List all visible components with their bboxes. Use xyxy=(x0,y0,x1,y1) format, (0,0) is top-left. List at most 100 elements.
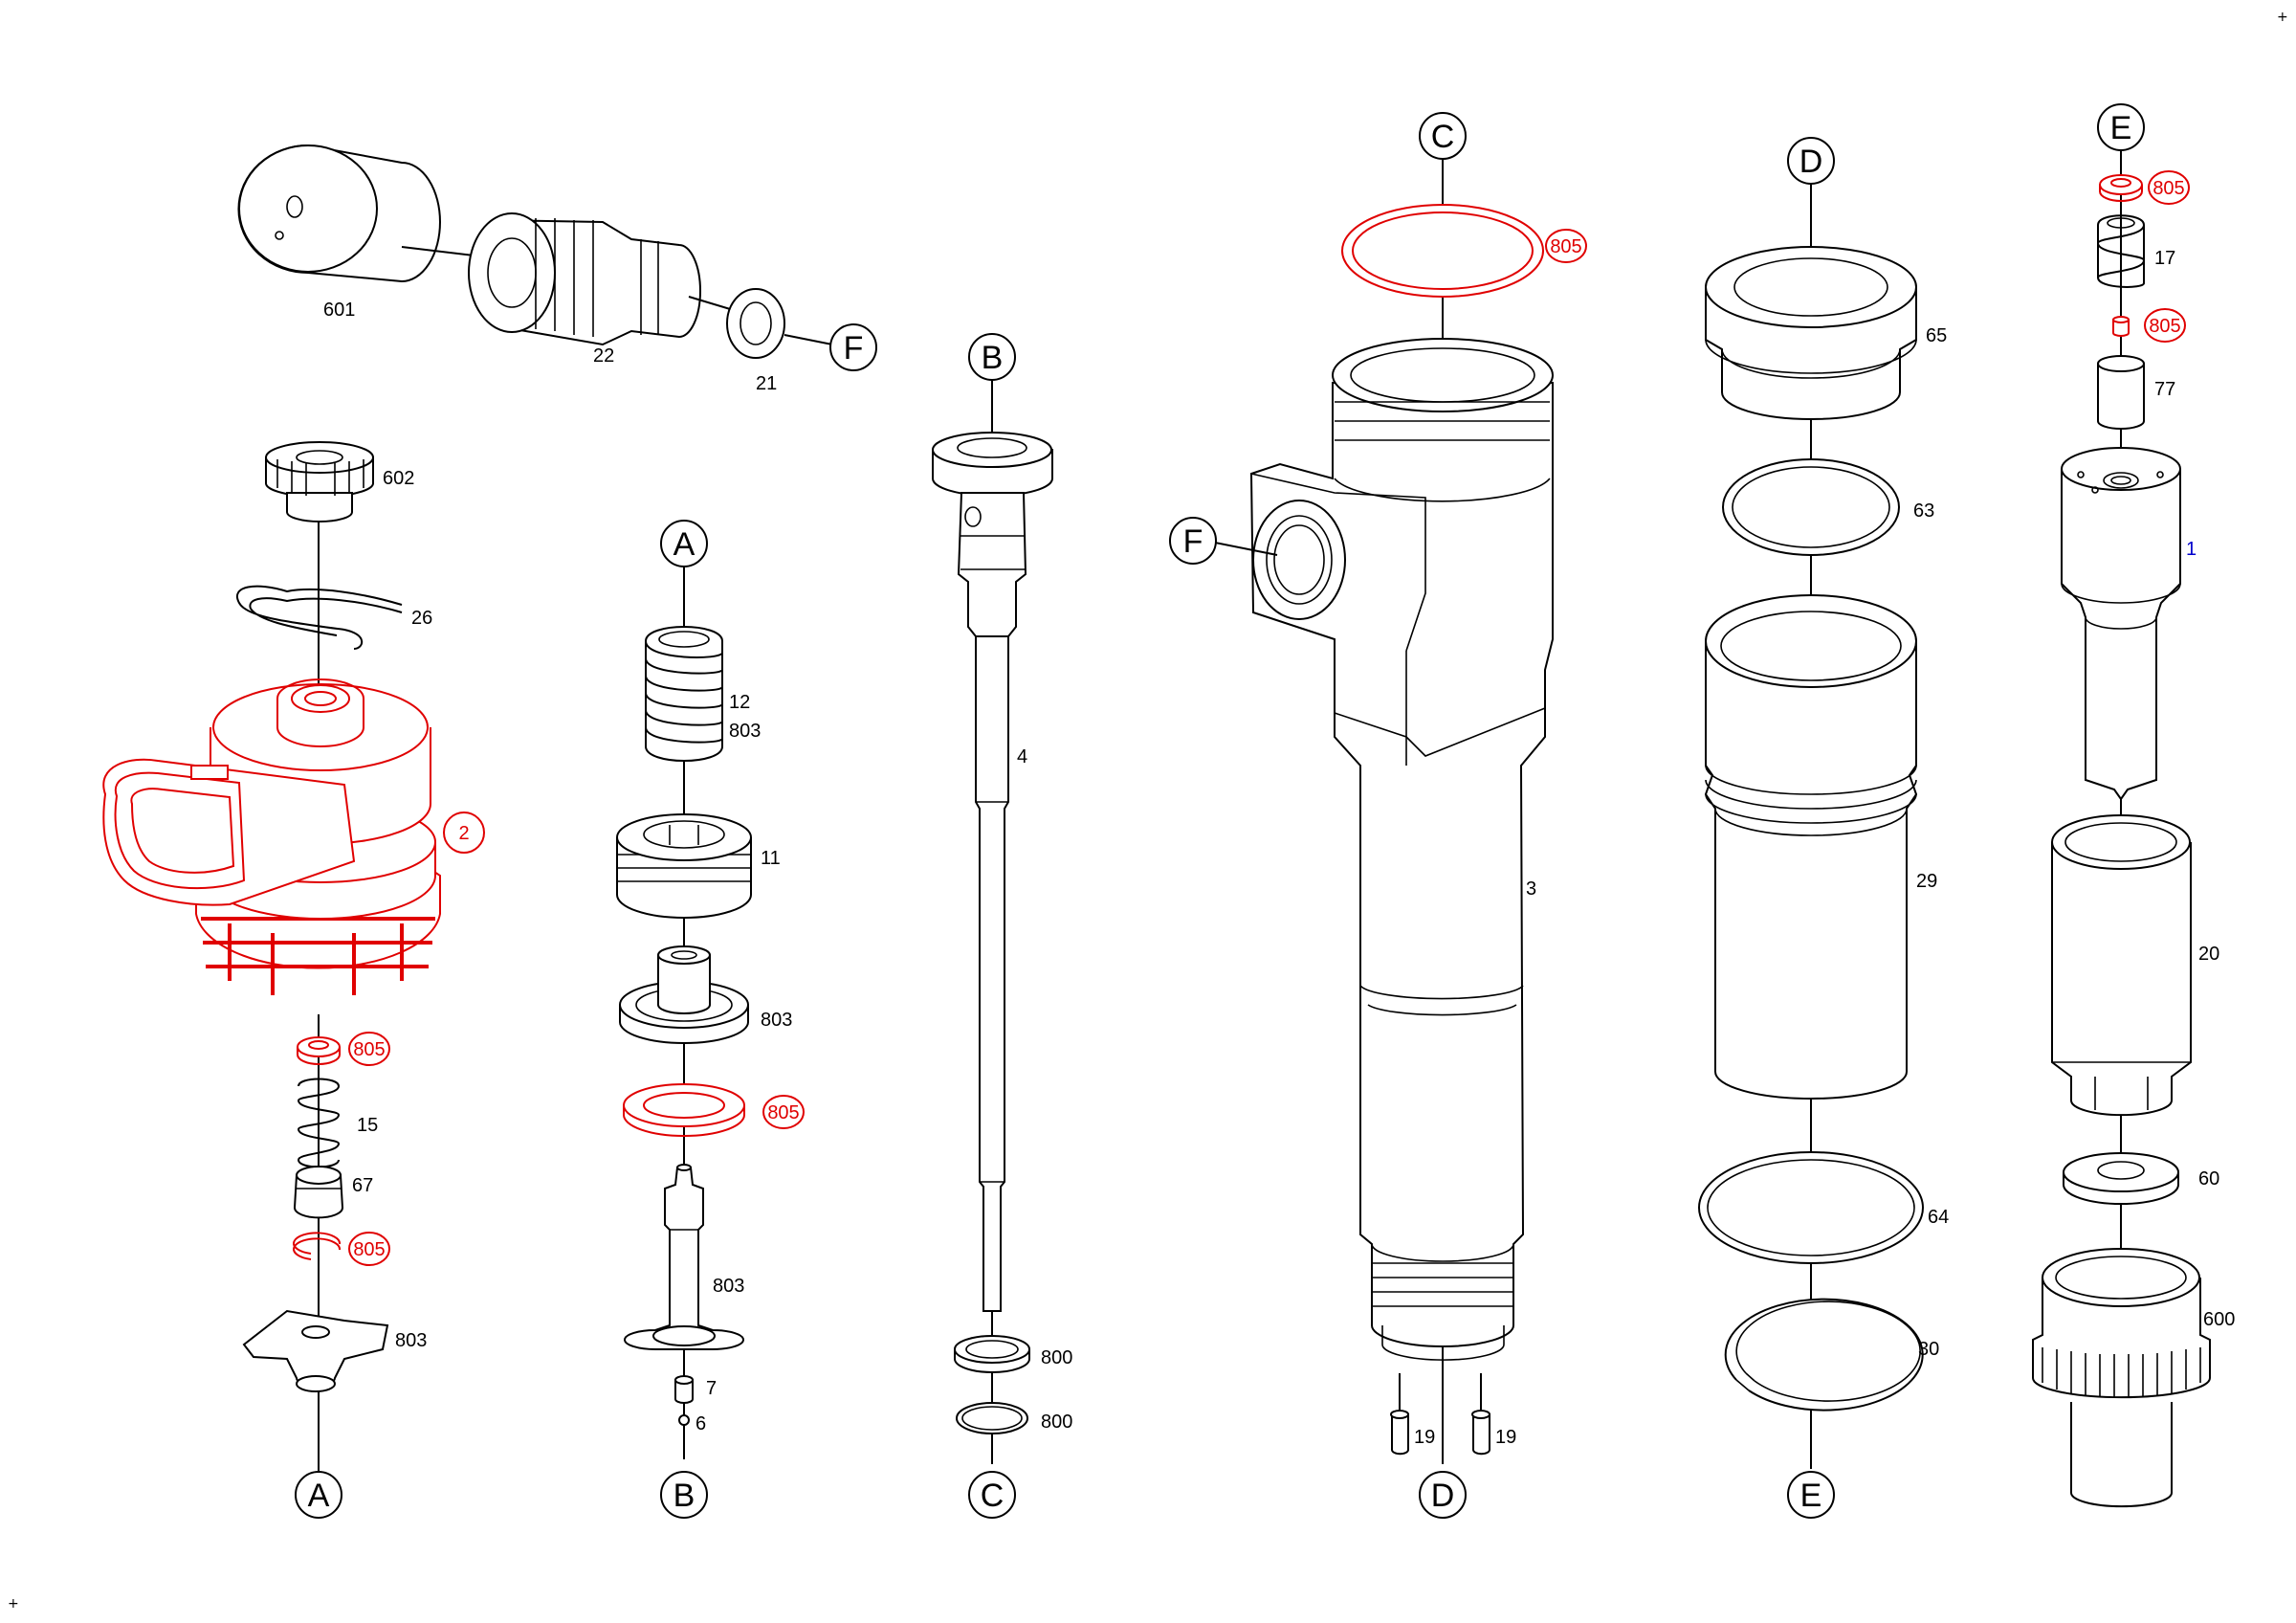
part-800-ring-a xyxy=(954,1335,1030,1373)
svg-text:E: E xyxy=(2110,110,2132,146)
label-17: 17 xyxy=(2154,248,2175,269)
svg-text:F: F xyxy=(844,330,864,367)
callout-805-b: 805 xyxy=(348,1232,390,1266)
leader-21-F xyxy=(784,334,833,345)
part-77-spacer xyxy=(2097,355,2145,430)
label-601: 601 xyxy=(323,300,355,321)
callout-2: 2 xyxy=(443,812,485,854)
callout-805-f: 805 xyxy=(2144,308,2186,343)
part-21-washer xyxy=(726,288,785,359)
ref-B-bottom: B xyxy=(660,1471,708,1519)
ref-B-top: B xyxy=(968,333,1016,381)
label-803-a: 803 xyxy=(395,1330,427,1351)
label-20: 20 xyxy=(2198,944,2219,965)
label-63: 63 xyxy=(1913,500,1934,522)
callout-805-d: 805 xyxy=(1545,229,1587,263)
part-4-valve-rod xyxy=(932,432,1053,1312)
part-19-pin-b xyxy=(1471,1373,1490,1456)
svg-text:805: 805 xyxy=(767,1102,799,1123)
label-26: 26 xyxy=(411,608,432,629)
svg-text:805: 805 xyxy=(353,1239,385,1260)
part-7-ball-seat xyxy=(674,1375,694,1404)
callout-805-e: 805 xyxy=(2148,170,2190,205)
svg-text:805: 805 xyxy=(2152,178,2184,199)
svg-text:A: A xyxy=(673,526,695,563)
ref-C-bottom: C xyxy=(968,1471,1016,1519)
part-803-valve-seat xyxy=(619,945,749,1044)
label-3: 3 xyxy=(1526,878,1536,900)
part-22-fitting xyxy=(468,212,701,346)
label-600: 600 xyxy=(2203,1309,2235,1330)
ref-D-bottom: D xyxy=(1419,1471,1467,1519)
callout-805-a: 805 xyxy=(348,1032,390,1066)
part-64-ring xyxy=(1698,1151,1924,1264)
part-29-sleeve xyxy=(1704,594,1918,1100)
part-6-ball xyxy=(678,1414,690,1426)
svg-text:805: 805 xyxy=(353,1039,385,1060)
ref-E-bottom: E xyxy=(1787,1471,1835,1519)
ref-A-top: A xyxy=(660,520,708,567)
part-803-valve-piston xyxy=(624,1164,744,1350)
part-803-armature-plate xyxy=(242,1309,389,1392)
label-4: 4 xyxy=(1017,746,1027,767)
svg-text:B: B xyxy=(673,1478,695,1514)
label-7: 7 xyxy=(706,1378,717,1399)
part-1-nozzle xyxy=(2061,447,2181,801)
part-15-spring xyxy=(297,1078,341,1168)
label-12: 12 xyxy=(729,692,750,713)
svg-text:C: C xyxy=(1431,119,1455,155)
part-30-clip-ring xyxy=(1724,1298,1924,1412)
ref-E-top: E xyxy=(2097,103,2145,151)
leader-22-21 xyxy=(688,296,738,312)
label-800-a: 800 xyxy=(1041,1347,1072,1368)
ref-A-bottom: A xyxy=(295,1471,342,1519)
label-803-d: 803 xyxy=(713,1276,744,1297)
part-800-ring-b xyxy=(956,1402,1028,1434)
label-77: 77 xyxy=(2154,379,2175,400)
part-805-clip-a xyxy=(293,1232,342,1260)
part-65-cap-nut xyxy=(1705,246,1917,420)
svg-text:805: 805 xyxy=(1550,236,1581,257)
svg-text:D: D xyxy=(1799,144,1823,180)
label-602: 602 xyxy=(383,468,414,489)
part-2-solenoid-head xyxy=(102,678,441,995)
label-19-a: 19 xyxy=(1414,1427,1435,1448)
part-805-seal-d xyxy=(2099,174,2143,202)
label-19-b: 19 xyxy=(1495,1427,1516,1448)
label-60: 60 xyxy=(2198,1168,2219,1189)
part-63-ring xyxy=(1722,458,1900,556)
label-803-c: 803 xyxy=(761,1010,792,1031)
svg-text:B: B xyxy=(982,340,1004,376)
part-805-seal-a xyxy=(297,1036,341,1065)
part-19-pin-a xyxy=(1390,1373,1409,1456)
svg-text:E: E xyxy=(1800,1478,1822,1514)
ref-D-top: D xyxy=(1787,137,1835,185)
part-17-spring xyxy=(2096,214,2146,288)
label-6: 6 xyxy=(695,1413,706,1434)
corner-mark-bottom-left: + xyxy=(8,1596,19,1612)
label-1: 1 xyxy=(2186,539,2197,560)
label-15: 15 xyxy=(357,1115,378,1136)
part-11-armature-guide xyxy=(616,813,752,919)
label-64: 64 xyxy=(1928,1207,1949,1228)
label-21: 21 xyxy=(756,373,777,394)
label-30: 30 xyxy=(1918,1339,1939,1360)
part-60-washer xyxy=(2063,1152,2179,1205)
ref-C-top: C xyxy=(1419,112,1467,160)
part-600-protective-cap xyxy=(2032,1248,2211,1508)
svg-text:2: 2 xyxy=(458,823,469,844)
label-11: 11 xyxy=(761,848,781,869)
leader-F-body xyxy=(1214,542,1278,556)
label-800-b: 800 xyxy=(1041,1412,1072,1433)
svg-text:C: C xyxy=(981,1478,1004,1514)
label-803-b: 803 xyxy=(729,721,761,742)
label-67: 67 xyxy=(352,1175,373,1196)
svg-text:805: 805 xyxy=(2149,316,2180,337)
corner-mark-top-right: + xyxy=(2277,10,2288,25)
part-805-seal-b xyxy=(623,1083,745,1137)
callout-805-c: 805 xyxy=(762,1095,805,1129)
svg-text:A: A xyxy=(308,1478,330,1514)
part-3-injector-body xyxy=(1249,338,1554,1361)
part-20-nozzle-nut xyxy=(2051,814,2192,1117)
